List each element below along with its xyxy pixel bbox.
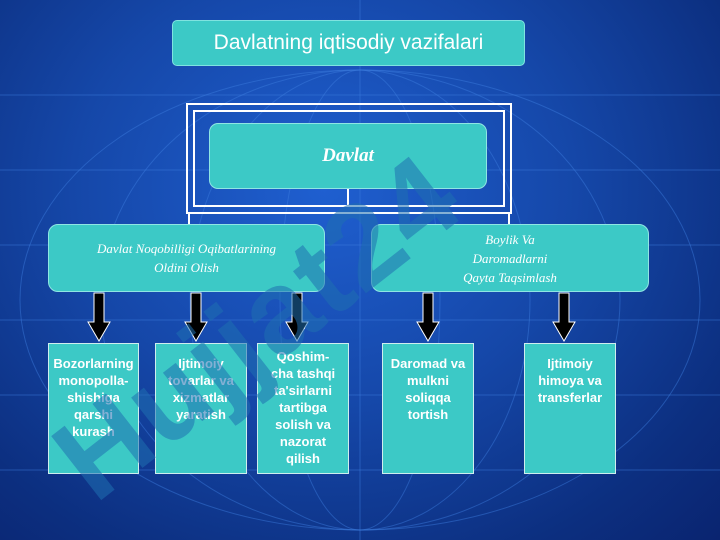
branch-node-right: Boylik Va Daromadlarni Qayta Taqsimlash — [371, 224, 649, 292]
leaf-node-1: Bozorlarning monopolla- shishiga qarshi … — [48, 343, 139, 474]
root-node-davlat: Davlat — [209, 123, 487, 189]
leaf-node-4: Daromad va mulkni soliqqa tortish — [382, 343, 474, 474]
branch-node-left: Davlat Noqobilligi Oqibatlarining Oldini… — [48, 224, 325, 292]
root-frame-inner — [193, 110, 505, 207]
leaf-node-3: Qoshim- cha tashqi ta'sirlarni tartibga … — [257, 343, 349, 474]
diagram-title: Davlatning iqtisodiy vazifalari — [172, 20, 525, 66]
root-frame-outer — [186, 103, 512, 214]
leaf-node-2: Ijtimoiy tovarlar va xizmatlar yaratish — [155, 343, 247, 474]
leaf-node-5: Ijtimoiy himoya va transferlar — [524, 343, 616, 474]
